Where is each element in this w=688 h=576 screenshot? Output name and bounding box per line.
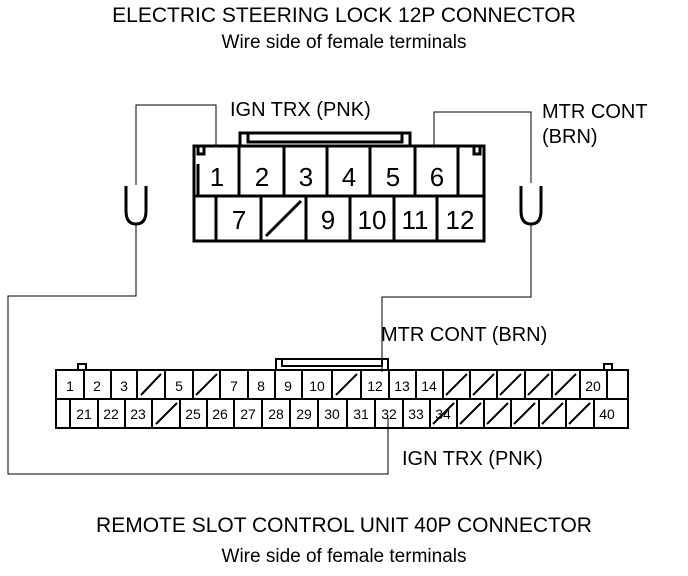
bottom-connector-unused-slashes (140, 373, 591, 425)
mtr-cont-bottom-label: MTR CONT (BRN) (381, 324, 548, 346)
bottom-terminal-34: 34 (435, 406, 451, 422)
ign-trx-top-label: IGN TRX (PNK) (230, 99, 371, 121)
top-terminal-6: 6 (430, 162, 444, 192)
bottom-terminal-26: 26 (212, 406, 228, 422)
bottom-terminal-28: 28 (268, 406, 284, 422)
bottom-connector-left-tab (77, 363, 87, 370)
bottom-connector-lock (275, 358, 389, 370)
bottom-terminal-23: 23 (130, 406, 146, 422)
ign-trx-wire (7, 104, 389, 475)
bottom-terminal-25: 25 (185, 406, 201, 422)
top-connector-left-tab (196, 146, 206, 156)
bottom-connector-body (55, 369, 629, 429)
top-terminal-2: 2 (255, 162, 269, 192)
right-connection-symbol (519, 186, 543, 226)
top-terminal-11: 11 (402, 205, 429, 235)
top-connector-right-tab (472, 146, 482, 156)
top-connector-lock (238, 131, 412, 146)
top-terminal-1: 1 (210, 162, 224, 192)
ign-trx-bottom-label: IGN TRX (PNK) (402, 448, 543, 470)
bottom-terminal-30: 30 (324, 406, 340, 422)
bottom-terminal-27: 27 (240, 406, 256, 422)
bottom-terminal-13: 13 (394, 378, 410, 394)
top-terminal-10: 10 (358, 205, 387, 235)
top-terminal-12: 12 (446, 205, 475, 235)
top-connector-title: ELECTRIC STEERING LOCK 12P CONNECTOR (112, 4, 576, 27)
bottom-terminal-7: 7 (230, 378, 238, 394)
bottom-terminal-29: 29 (296, 406, 312, 422)
bottom-terminal-33: 33 (408, 406, 424, 422)
bottom-terminal-1: 1 (66, 378, 74, 394)
bottom-terminal-2: 2 (93, 378, 101, 394)
bottom-terminal-31: 31 (353, 406, 369, 422)
top-connector-unused-slash (264, 199, 303, 238)
top-connector-cell-dividers (214, 146, 460, 241)
bottom-connector-right-tab (603, 363, 613, 370)
bottom-terminal-21: 21 (76, 406, 92, 422)
bottom-terminal-12: 12 (367, 378, 383, 394)
bottom-terminal-8: 8 (257, 378, 265, 394)
top-connector-body (192, 144, 486, 243)
top-terminal-4: 4 (342, 162, 356, 192)
bottom-connector-subtitle: Wire side of female terminals (221, 546, 467, 567)
mtr-cont-wire (381, 111, 532, 372)
left-connection-symbol (124, 186, 148, 226)
mtr-cont-top-label: MTR CONT (542, 101, 648, 123)
bottom-terminal-5: 5 (175, 378, 183, 394)
bottom-connector-title: REMOTE SLOT CONTROL UNIT 40P CONNECTOR (96, 514, 592, 537)
top-terminal-5: 5 (386, 162, 400, 192)
top-terminal-3: 3 (299, 162, 313, 192)
bottom-terminal-32: 32 (381, 406, 397, 422)
bottom-terminal-9: 9 (284, 378, 292, 394)
bottom-terminal-3: 3 (120, 378, 128, 394)
bottom-terminal-20: 20 (585, 378, 601, 394)
bottom-terminal-22: 22 (103, 406, 119, 422)
bottom-terminal-40: 40 (599, 406, 615, 422)
mtr-cont-top-label-color: (BRN) (542, 126, 598, 148)
bottom-terminal-14: 14 (421, 378, 437, 394)
top-connector-subtitle: Wire side of female terminals (221, 32, 467, 53)
bottom-connector-cell-dividers (69, 370, 608, 428)
bottom-terminal-10: 10 (309, 378, 325, 394)
top-terminal-7: 7 (232, 205, 246, 235)
top-terminal-9: 9 (321, 205, 335, 235)
